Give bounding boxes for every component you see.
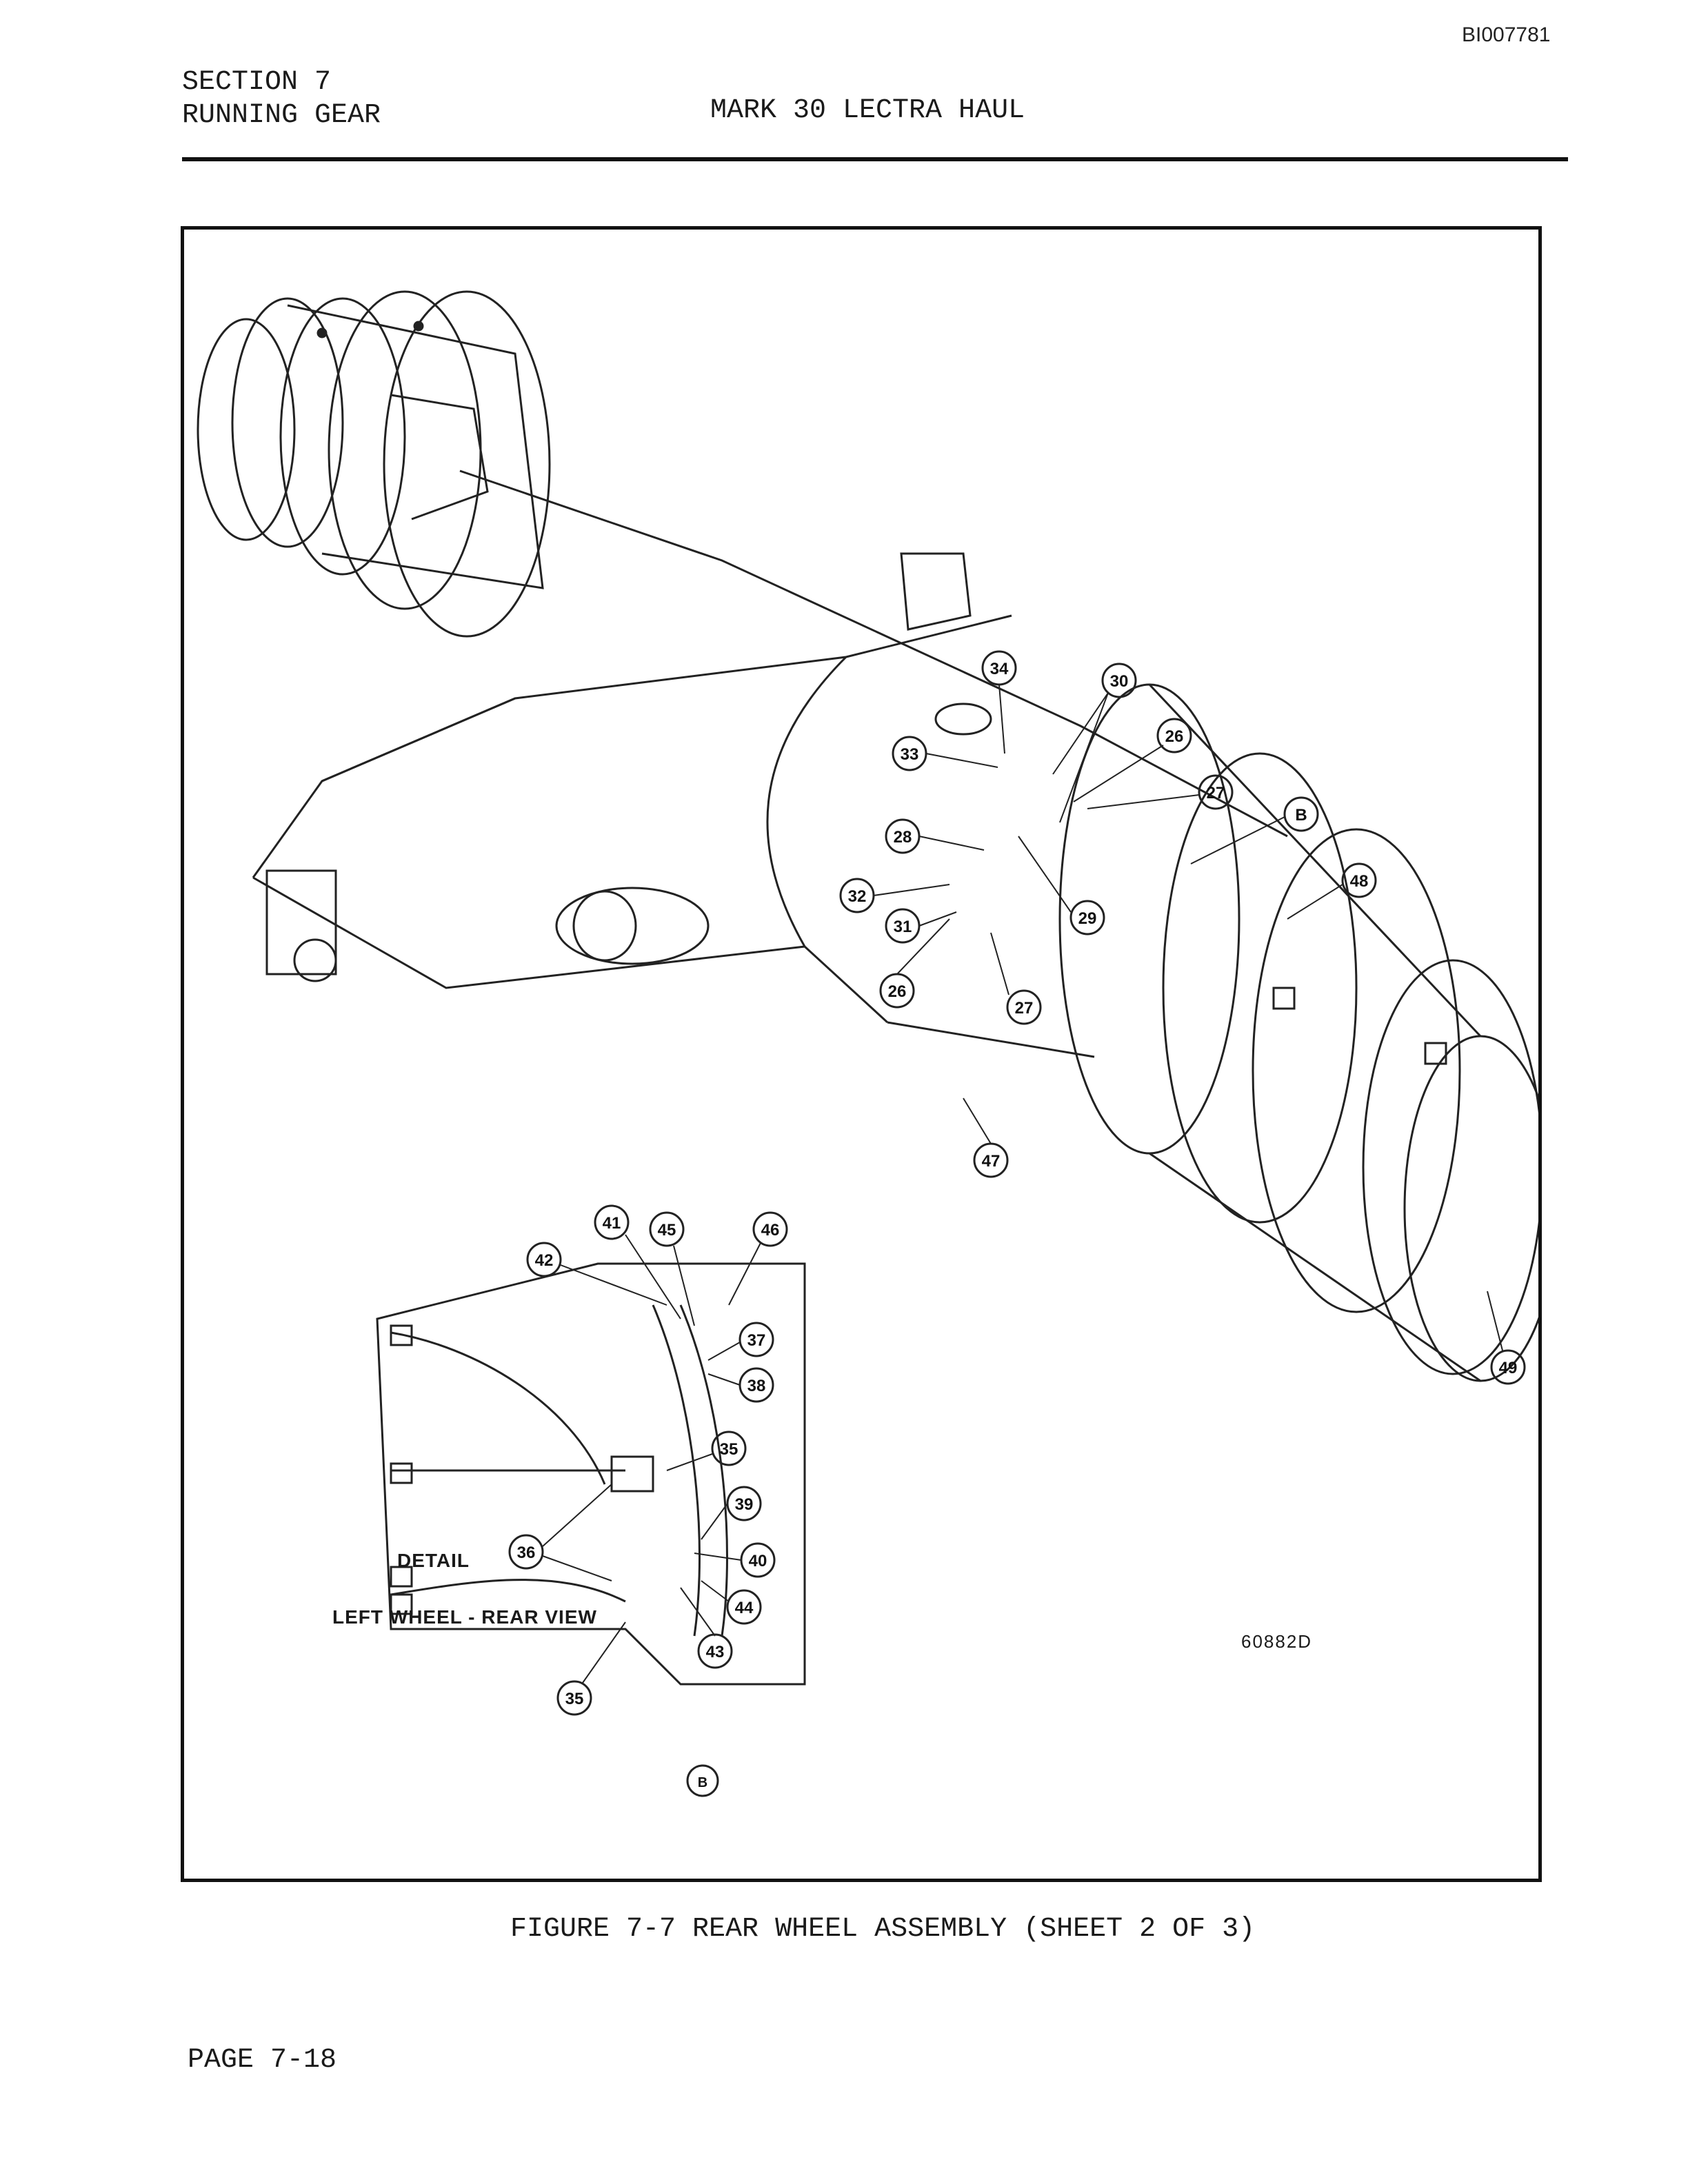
callout-42: 42 (535, 1251, 554, 1270)
callout-47: 47 (982, 1152, 1001, 1171)
detail-ref-b: B (698, 1775, 707, 1790)
callout-35: 35 (720, 1440, 738, 1459)
callout-33: 33 (901, 745, 919, 764)
callout-labels: 34 30 26 33 27 B 28 48 32 29 31 26 27 47… (517, 660, 1518, 1790)
figure-frame: 34 30 26 33 27 B 28 48 32 29 31 26 27 47… (181, 226, 1542, 1882)
callout-30: 30 (1110, 672, 1129, 691)
callout-48: 48 (1350, 872, 1369, 891)
callout-45: 45 (658, 1221, 676, 1240)
callout-26-b: 26 (888, 982, 907, 1001)
callout-35-b: 35 (565, 1690, 584, 1708)
callout-36: 36 (517, 1544, 536, 1562)
section-header: SECTION 7 RUNNING GEAR (182, 66, 381, 132)
page-number: PAGE 7-18 (188, 2045, 337, 2076)
callout-27-b: 27 (1015, 999, 1034, 1018)
section-title: RUNNING GEAR (182, 100, 381, 131)
callout-27: 27 (1207, 784, 1225, 802)
header-rule (182, 157, 1568, 161)
manual-title: MARK 30 LECTRA HAUL (710, 95, 1025, 126)
callout-41: 41 (603, 1214, 621, 1233)
left-wheel-drawing (197, 290, 551, 638)
callout-29: 29 (1078, 909, 1097, 928)
view-label: LEFT WHEEL - REAR VIEW (332, 1606, 597, 1628)
document-id: BI007781 (1462, 23, 1551, 46)
section-number: SECTION 7 (182, 67, 332, 98)
callout-32: 32 (848, 887, 867, 906)
axle-housing-drawing (252, 469, 1288, 1058)
callout-49: 49 (1499, 1359, 1518, 1377)
callout-43: 43 (706, 1643, 725, 1661)
main-callouts (839, 650, 1526, 1385)
callout-46: 46 (761, 1221, 780, 1240)
detail-b-drawing (376, 1262, 806, 1686)
callout-34: 34 (990, 660, 1009, 678)
detail-label: DETAIL (397, 1550, 470, 1571)
callout-40: 40 (749, 1552, 767, 1570)
callout-28: 28 (894, 828, 912, 847)
callout-b: B (1295, 806, 1307, 825)
callout-44: 44 (735, 1599, 754, 1617)
detail-callouts (508, 1204, 788, 1797)
callout-26: 26 (1165, 727, 1184, 746)
leader-lines (542, 684, 1503, 1684)
callout-31: 31 (894, 918, 912, 936)
callout-39: 39 (735, 1495, 754, 1514)
figure-caption: FIGURE 7-7 REAR WHEEL ASSEMBLY (SHEET 2 … (510, 1914, 1256, 1945)
callout-38: 38 (747, 1377, 766, 1395)
right-wheel-drawing (1058, 683, 1538, 1382)
callout-37: 37 (747, 1331, 766, 1350)
exploded-view-drawing: 34 30 26 33 27 B 28 48 32 29 31 26 27 47… (197, 290, 1538, 1797)
drawing-number: 60882D (1241, 1631, 1313, 1652)
